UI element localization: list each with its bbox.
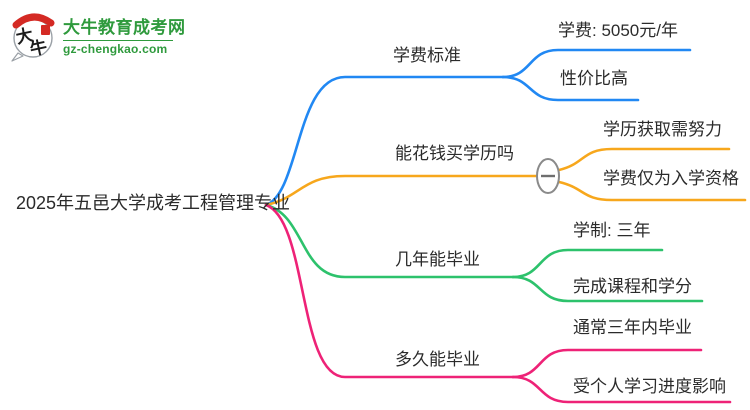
- logo-char-da: 大: [14, 24, 35, 47]
- node-complete-credits[interactable]: 完成课程和学分: [573, 277, 692, 296]
- node-cost-effective[interactable]: 性价比高: [560, 69, 628, 88]
- node-tuition-standard[interactable]: 学费标准: [393, 46, 461, 65]
- logo-text-block: 大牛教育成考网 gz-chengkao.com: [63, 8, 186, 56]
- site-logo[interactable]: 大 牛 大牛教育成考网 gz-chengkao.com: [8, 8, 186, 64]
- node-tuition-only-admission[interactable]: 学费仅为入学资格: [603, 169, 739, 188]
- logo-title: 大牛教育成考网: [63, 18, 186, 37]
- node-buy-diploma-question[interactable]: 能花钱买学历吗: [395, 144, 514, 163]
- root-node[interactable]: 2025年五邑大学成考工程管理专业: [16, 193, 291, 213]
- node-years-to-graduate[interactable]: 几年能毕业: [395, 250, 480, 269]
- node-usually-three-years[interactable]: 通常三年内毕业: [573, 318, 692, 337]
- logo-divider: [63, 40, 173, 42]
- collapse-toggle-icon[interactable]: [536, 158, 560, 194]
- logo-domain: gz-chengkao.com: [63, 42, 168, 57]
- node-tuition-per-year[interactable]: 学费: 5050元/年: [558, 21, 678, 40]
- branch-years-to-graduate-wires: [264, 203, 704, 303]
- node-program-length[interactable]: 学制: 三年: [573, 221, 651, 240]
- branch-how-long-wires: [264, 203, 732, 404]
- logo-char-niu: 牛: [28, 36, 49, 59]
- node-how-long-to-graduate[interactable]: 多久能毕业: [395, 350, 480, 369]
- branch-buy-diploma-wires: [264, 147, 747, 207]
- logo-bull-icon: 大 牛: [11, 13, 55, 62]
- branch-tuition-wires: [264, 48, 692, 207]
- node-depends-on-progress[interactable]: 受个人学习进度影响: [573, 377, 726, 396]
- node-diploma-needs-effort[interactable]: 学历获取需努力: [603, 120, 722, 139]
